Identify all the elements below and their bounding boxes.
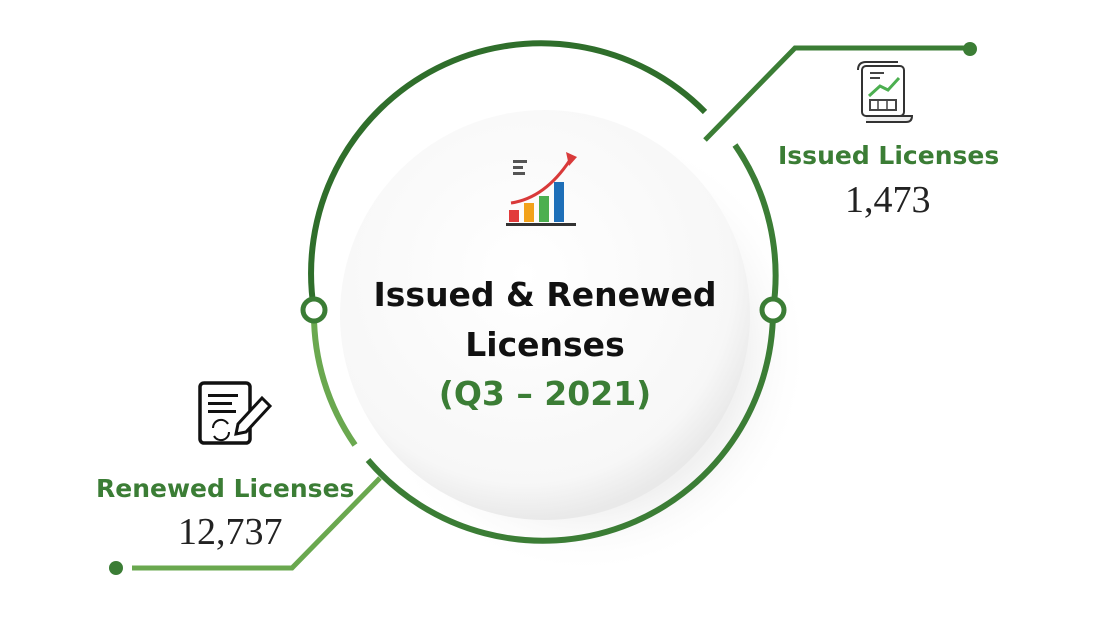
renewed-connector [132,476,382,571]
outer-ring-bottom-left-arc [310,309,358,447]
renewed-licenses-value: 12,737 [178,511,283,553]
outer-ring-bottom-right-arc [365,309,777,544]
issued-licenses-value: 1,473 [845,179,931,221]
issued-connector-dot [963,42,977,56]
renewed-licenses-label: Renewed Licenses [96,474,355,503]
report-scroll-icon [857,61,914,123]
issued-licenses-label: Issued Licenses [778,141,1000,170]
ring-node-right [759,296,787,324]
center-period: (Q3 – 2021) [438,374,652,413]
renewed-connector-dot [109,561,123,575]
center-title-line1: Issued & Renewed [373,275,717,314]
issued-connector [703,45,968,142]
center-title-line2: Licenses [465,325,625,364]
ring-node-left [300,296,328,324]
outer-ring-right-arc [732,143,779,311]
document-edit-icon [198,381,273,445]
growth-chart-icon [506,152,577,226]
outer-ring-left-arc [308,40,708,311]
inner-disc [340,110,750,520]
